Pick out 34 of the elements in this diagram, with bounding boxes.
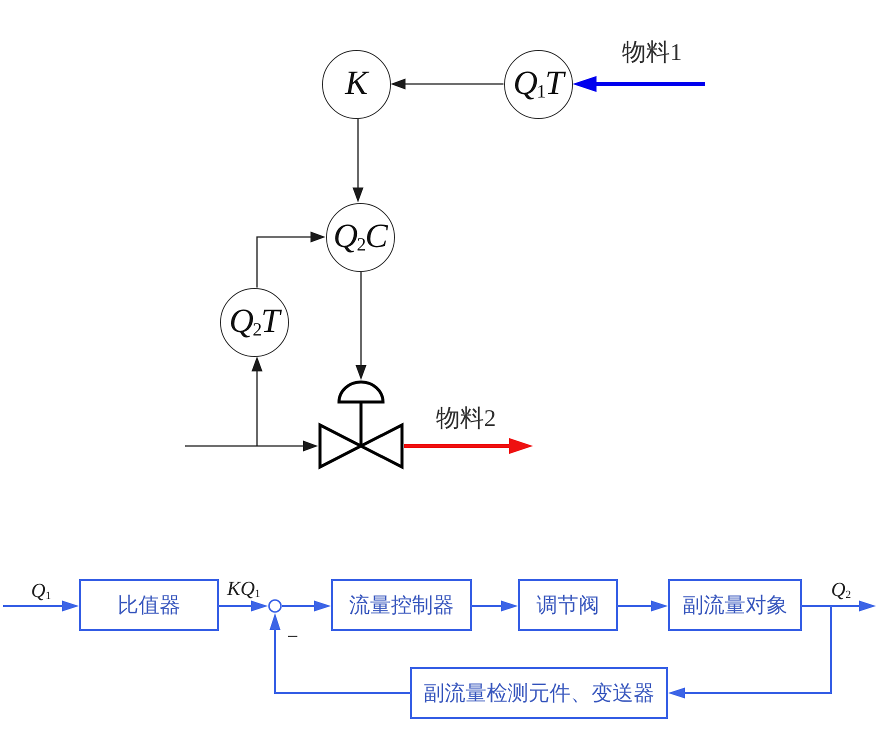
signal-arrow xyxy=(390,78,504,90)
signal-arrow xyxy=(219,600,268,612)
block-label: 副流量对象 xyxy=(682,592,788,618)
signal-arrow xyxy=(270,613,410,694)
edge-label: KQ$_{1}$ xyxy=(227,578,260,600)
pipe-arrow xyxy=(404,438,533,454)
edge-label: Q$_{1}$ xyxy=(31,580,51,602)
process-block xyxy=(79,579,219,631)
pipe-arrow xyxy=(572,76,705,92)
signal-arrow xyxy=(256,232,326,288)
summing-junction xyxy=(268,599,282,613)
process-block xyxy=(668,579,802,631)
block-label: 副流量检测元件、变送器 xyxy=(424,680,654,706)
process-block xyxy=(410,667,668,719)
process-block xyxy=(518,579,618,631)
block-label: 比值器 xyxy=(118,592,180,618)
pipe-arrow xyxy=(252,356,262,446)
minus-sign-label: − xyxy=(287,626,298,648)
instrument-tag: K xyxy=(345,67,367,101)
block-label: 调节阀 xyxy=(536,592,600,618)
signal-arrow xyxy=(356,271,366,380)
pipe-arrow xyxy=(257,440,318,452)
signal-arrow xyxy=(352,118,364,203)
signal-arrow xyxy=(472,600,518,612)
process-block xyxy=(331,579,472,631)
signal-arrow xyxy=(618,600,668,612)
block-label: 流量控制器 xyxy=(349,592,454,618)
signal-arrow xyxy=(3,600,79,612)
control-valve-symbol xyxy=(318,380,404,469)
signal-arrow xyxy=(282,600,331,612)
edge-label: 物料2 xyxy=(436,406,496,432)
pipe-line xyxy=(185,445,257,447)
edge-label: 物料1 xyxy=(622,40,682,66)
instrument-tag: Q$_{2}$C xyxy=(333,220,387,254)
